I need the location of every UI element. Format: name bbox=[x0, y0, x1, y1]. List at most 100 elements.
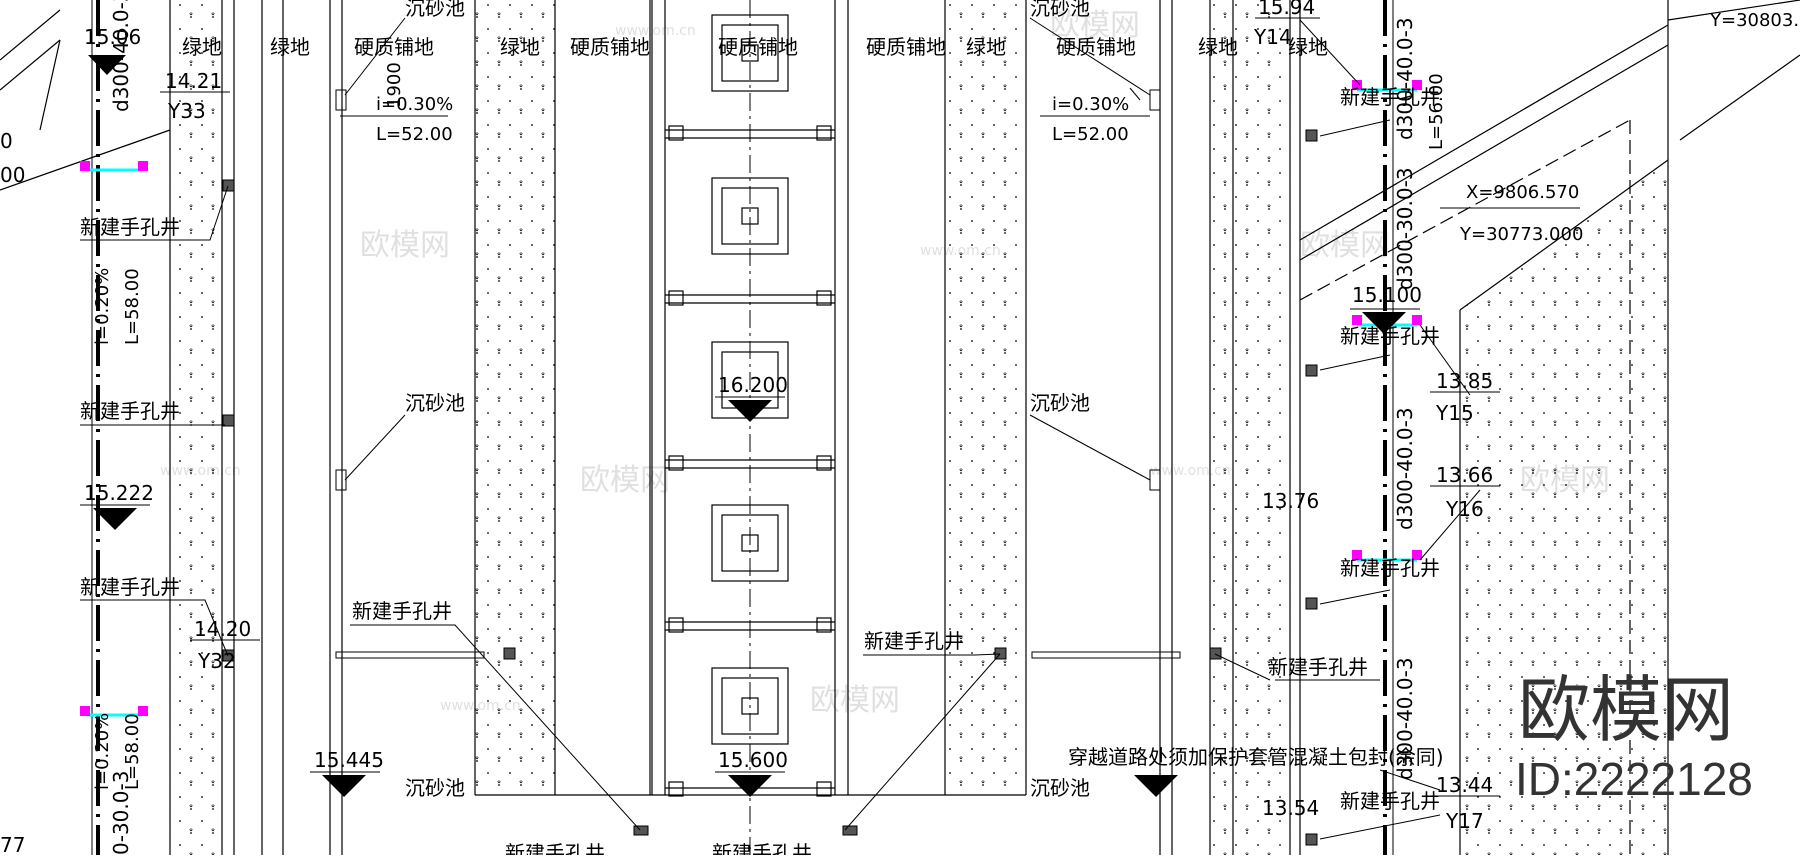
zone-label-hard: 硬质铺地 bbox=[718, 35, 798, 59]
coordinate-y: Y=30803.9 bbox=[1709, 10, 1800, 31]
hand-hole-labels: 新建手孔井 新建手孔井 新建手孔井 新建手孔井 新建手孔井 新建手孔井 新建手孔… bbox=[80, 85, 1440, 860]
elevation-value: 15.100 bbox=[1352, 283, 1422, 307]
zone-label-green: 绿地 bbox=[966, 35, 1006, 59]
dimension-value: 1900 bbox=[384, 62, 405, 108]
pipe-spec: d300-40.0-3 bbox=[1393, 657, 1417, 780]
watermark-url: www.om.cn bbox=[615, 23, 696, 39]
hand-hole-well bbox=[842, 825, 858, 836]
hand-hole-well bbox=[994, 647, 1007, 660]
sand-basin-shapes bbox=[335, 89, 1181, 659]
slope-value: i=0.30% bbox=[1052, 94, 1129, 115]
zone-label-hard: 硬质铺地 bbox=[354, 35, 434, 59]
slope-value: i=0.20% bbox=[92, 713, 113, 790]
node-id: Y14 bbox=[1253, 25, 1292, 49]
hand-hole-label: 新建手孔井 bbox=[712, 841, 812, 855]
elevation-value: 13.44 bbox=[1436, 773, 1493, 797]
length-value: L=58.00 bbox=[122, 713, 143, 790]
hand-hole-well bbox=[1305, 833, 1318, 846]
road-edge-lines bbox=[169, 0, 1301, 855]
hand-hole-label: 新建手孔井 bbox=[352, 599, 452, 623]
elevation-value: 15.06 bbox=[84, 25, 141, 49]
hand-hole-label: 新建手孔井 bbox=[505, 841, 605, 855]
pipe-spec: d300-40.0-3 bbox=[1393, 17, 1417, 140]
zone-label-hard: 硬质铺地 bbox=[570, 35, 650, 59]
crossing-note: 穿越道路处须加保护套管混凝土包封(余同) bbox=[1068, 745, 1444, 769]
elevation-value: 15.94 bbox=[1258, 0, 1315, 19]
slope-value: i=0.30% bbox=[376, 94, 453, 115]
hand-hole-label: 新建手孔井 bbox=[80, 399, 180, 423]
drain-pipes bbox=[91, 0, 1394, 855]
node-id: Y32 bbox=[197, 649, 236, 673]
hand-hole-well bbox=[1305, 364, 1318, 377]
pipe-spec: 0-30.0-3 bbox=[109, 771, 133, 855]
elevation-value: 15.222 bbox=[84, 481, 154, 505]
hand-hole-well bbox=[222, 179, 235, 192]
hand-hole-label: 新建手孔井 bbox=[1340, 85, 1440, 109]
pipe-spec: d300-40.0-3 bbox=[1393, 407, 1417, 530]
fragment-text: 77 bbox=[0, 833, 25, 855]
sand-basin-label: 沉砂池 bbox=[1030, 391, 1090, 415]
elevation-value: 13.54 bbox=[1262, 796, 1319, 820]
elevation-value: 13.66 bbox=[1436, 463, 1493, 487]
elevation-value: 16.200 bbox=[718, 373, 788, 397]
hand-hole-label: 新建手孔井 bbox=[1340, 324, 1440, 348]
zone-label-hard: 硬质铺地 bbox=[1056, 35, 1136, 59]
node-labels: Y14 Y15 Y16 Y17 Y33 Y32 bbox=[167, 25, 1484, 833]
node-id: Y17 bbox=[1445, 809, 1484, 833]
sand-basin-label: 沉砂池 bbox=[1030, 776, 1090, 800]
edge-fragments: 0 00 77 bbox=[0, 129, 25, 857]
hand-hole-wells bbox=[222, 129, 1318, 846]
node-id: Y33 bbox=[167, 99, 206, 123]
sand-basin-label: 沉砂池 bbox=[405, 776, 465, 800]
watermark-cn: 欧模网 bbox=[580, 463, 670, 498]
elevation-value: 14.20 bbox=[194, 617, 251, 641]
length-value: L=52.00 bbox=[376, 124, 453, 145]
brand-block: 欧模网 ID:2222128 bbox=[1515, 668, 1753, 805]
zone-label-green: 绿地 bbox=[270, 35, 310, 59]
node-id: Y15 bbox=[1435, 401, 1474, 425]
hand-hole-well bbox=[1305, 597, 1318, 610]
elevation-labels: 15.222 15.445 16.200 15.600 15.100 13.85… bbox=[84, 0, 1500, 820]
sand-basin-label: 沉砂池 bbox=[1030, 0, 1090, 20]
brand-logo: 欧模网 bbox=[1518, 668, 1734, 752]
elevation-markers bbox=[80, 55, 1420, 797]
hand-hole-well bbox=[222, 414, 235, 427]
watermark-cn: 欧模网 bbox=[810, 683, 900, 718]
watermark-cn: 欧模网 bbox=[360, 228, 450, 263]
length-value: L=58.00 bbox=[122, 268, 143, 345]
watermark-cn: 欧模网 bbox=[1050, 8, 1140, 43]
zone-label-green: 绿地 bbox=[500, 35, 540, 59]
zone-label-hard: 硬质铺地 bbox=[866, 35, 946, 59]
brand-id: ID:2222128 bbox=[1515, 753, 1753, 805]
hand-hole-well bbox=[1305, 129, 1318, 142]
hand-hole-label: 新建手孔井 bbox=[1340, 789, 1440, 813]
coordinate-y: Y=30773.000 bbox=[1459, 224, 1583, 245]
elevation-value: 15.445 bbox=[314, 748, 384, 772]
coordinate-labels: X=9806.570 Y=30773.000 Y=30803.9 bbox=[1440, 10, 1800, 245]
hand-hole-well bbox=[1209, 647, 1222, 660]
fragment-text: 0 bbox=[0, 129, 13, 153]
node-id: Y16 bbox=[1445, 497, 1484, 521]
pipe-spec: d300-30.0-3 bbox=[1393, 167, 1417, 290]
hand-hole-label: 新建手孔井 bbox=[80, 215, 180, 239]
hand-hole-well bbox=[503, 647, 516, 660]
slope-value: i=0.20% bbox=[92, 268, 113, 345]
leader-lines bbox=[80, 17, 1481, 840]
slope-labels: i=0.30% L=52.00 i=0.30% L=52.00 1900 i=0… bbox=[92, 62, 1447, 790]
hand-hole-well bbox=[633, 825, 649, 836]
elevation-value: 15.600 bbox=[718, 748, 788, 772]
sand-basin-label: 沉砂池 bbox=[405, 0, 465, 20]
hand-hole-well bbox=[222, 649, 235, 662]
elevation-value: 13.85 bbox=[1436, 369, 1493, 393]
zone-label-green: 绿地 bbox=[1198, 35, 1238, 59]
length-value: L=56.00 bbox=[1426, 73, 1447, 150]
sand-basin-labels: 沉砂池 沉砂池 沉砂池 沉砂池 沉砂池 沉砂池 bbox=[405, 0, 1090, 800]
hand-hole-label: 新建手孔井 bbox=[864, 629, 964, 653]
elevation-value: 13.76 bbox=[1262, 489, 1319, 513]
elevation-value: 14.21 bbox=[165, 69, 222, 93]
coordinate-x: X=9806.570 bbox=[1466, 182, 1579, 203]
hand-hole-label: 新建手孔井 bbox=[1268, 655, 1368, 679]
fragment-text: 00 bbox=[0, 163, 25, 187]
